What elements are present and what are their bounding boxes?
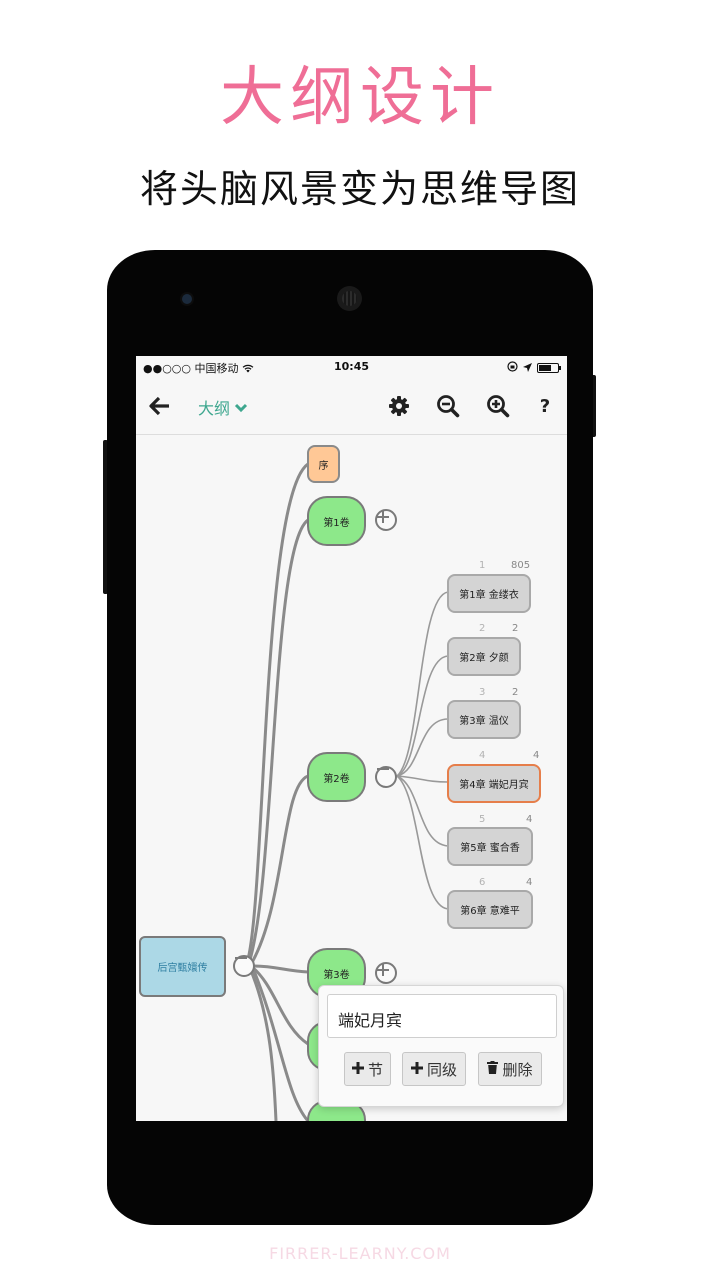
- watermark: FIRRER-LEARNY.COM: [269, 1244, 451, 1263]
- mindmap-connectors: [244, 462, 449, 1121]
- trash-icon: [487, 1060, 499, 1078]
- chapter-number: 5: [479, 814, 486, 825]
- chapter-number: 6: [479, 877, 486, 888]
- chapter-number: 3: [479, 687, 486, 698]
- collapse-icon[interactable]: [375, 766, 397, 788]
- phone-volume-button: [103, 440, 108, 594]
- delete-label: 删除: [502, 1060, 533, 1079]
- chapter-word-count: 4: [526, 877, 533, 888]
- plus-icon: [351, 1060, 364, 1078]
- add-sibling-button[interactable]: 同级: [402, 1052, 466, 1086]
- chapter-word-count: 4: [526, 814, 533, 825]
- zoom-out-icon[interactable]: [433, 391, 463, 421]
- zoom-in-icon[interactable]: [483, 391, 513, 421]
- preface-node[interactable]: 序: [307, 445, 340, 483]
- phone-sensor: [182, 294, 192, 304]
- chevron-down-icon: [234, 398, 248, 417]
- battery-icon: [537, 363, 561, 373]
- chapter-number: 1: [479, 560, 486, 571]
- outline-dropdown[interactable]: 大纲: [198, 395, 248, 419]
- chapter-word-count: 2: [512, 623, 519, 634]
- carrier-label: ●●○○○ 中国移动: [143, 362, 239, 375]
- toolbar: 大纲 ?: [136, 378, 567, 435]
- volume-node[interactable]: 第1卷: [307, 496, 366, 546]
- chapter-word-count: 4: [533, 750, 540, 761]
- root-node[interactable]: 后宫甄嬛传: [139, 936, 226, 997]
- expand-icon[interactable]: [375, 509, 397, 531]
- chapter-number: 4: [479, 750, 486, 761]
- chapter-word-count: 805: [511, 560, 531, 571]
- add-section-label: 节: [367, 1060, 383, 1079]
- location-icon: [523, 362, 532, 375]
- node-edit-popup: 端妃月宾 节 同级 删除: [318, 985, 564, 1107]
- chapter-word-count: 2: [512, 687, 519, 698]
- promo-title: 大纲设计: [220, 61, 500, 135]
- back-arrow-icon[interactable]: [145, 391, 175, 421]
- status-time: 10:45: [333, 360, 369, 373]
- wifi-icon: [242, 362, 254, 375]
- app-screen: ●●○○○ 中国移动 10:45 大纲: [136, 356, 567, 1121]
- add-section-button[interactable]: 节: [344, 1052, 391, 1086]
- delete-button[interactable]: 删除: [478, 1052, 542, 1086]
- status-bar: ●●○○○ 中国移动 10:45: [136, 356, 567, 378]
- collapse-icon[interactable]: [233, 955, 255, 977]
- promo-subtitle: 将头脑风景变为思维导图: [139, 167, 580, 211]
- phone-speaker: [337, 286, 362, 311]
- gear-icon[interactable]: [384, 391, 414, 421]
- expand-icon[interactable]: [375, 962, 397, 984]
- chapter-node[interactable]: 第1章 金缕衣: [447, 574, 531, 613]
- plus-icon: [410, 1060, 423, 1078]
- rotation-lock-icon: [507, 361, 518, 375]
- chapter-number: 2: [479, 623, 486, 634]
- outline-title: 大纲: [198, 399, 231, 418]
- help-icon[interactable]: ?: [539, 395, 551, 417]
- add-sibling-label: 同级: [426, 1060, 457, 1079]
- chapter-node[interactable]: 第3章 温仪: [447, 700, 521, 739]
- chapter-node-selected[interactable]: 第4章 端妃月宾: [447, 764, 541, 803]
- chapter-node[interactable]: 第6章 意难平: [447, 890, 533, 929]
- chapter-node[interactable]: 第2章 夕颜: [447, 637, 521, 676]
- node-title-input[interactable]: 端妃月宾: [327, 994, 557, 1038]
- volume-node[interactable]: 第2卷: [307, 752, 366, 802]
- phone-power-button: [590, 375, 596, 437]
- chapter-node[interactable]: 第5章 蜜合香: [447, 827, 533, 866]
